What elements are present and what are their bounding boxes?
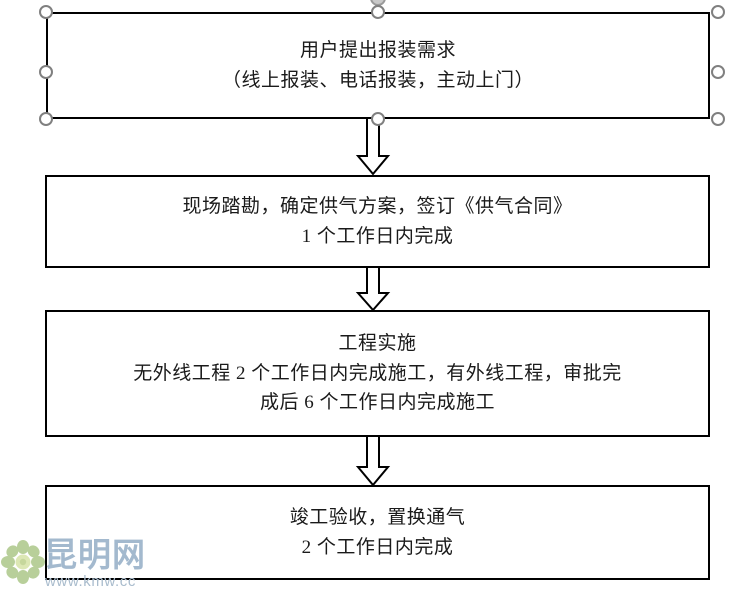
connector-arrow-3 <box>355 436 390 486</box>
connector-arrow-1 <box>355 118 390 176</box>
handle-top-center[interactable] <box>371 5 385 19</box>
connector-arrow-2 <box>355 267 390 311</box>
flow-node-3[interactable]: 工程实施 无外线工程 2 个工作日内完成施工，有外线工程，审批完 成后 6 个工… <box>45 310 710 437</box>
handle-bottom-left[interactable] <box>39 112 53 126</box>
flow-node-1[interactable]: 用户提出报装需求 （线上报装、电话报装，主动上门） <box>46 12 710 119</box>
handle-bottom-center[interactable] <box>371 112 385 126</box>
flow-node-2-line-1: 现场踏勘，确定供气方案，签订《供气合同》 <box>182 196 573 218</box>
flow-node-4-line-2: 2 个工作日内完成 <box>301 536 454 558</box>
flow-node-2-line-2: 1 个工作日内完成 <box>301 225 454 247</box>
handle-middle-left[interactable] <box>39 65 53 79</box>
handle-bottom-right[interactable] <box>711 112 725 126</box>
flow-node-4-line-1: 竣工验收，置换通气 <box>289 507 466 529</box>
flow-node-2[interactable]: 现场踏勘，确定供气方案，签订《供气合同》 1 个工作日内完成 <box>45 175 710 268</box>
flow-node-1-line-1: 用户提出报装需求 <box>299 40 456 62</box>
handle-top-left[interactable] <box>39 5 53 19</box>
flower-logo-icon <box>1 540 45 584</box>
flow-node-1-line-2: （线上报装、电话报装，主动上门） <box>221 69 534 91</box>
handle-middle-right[interactable] <box>711 65 725 79</box>
handle-top-right[interactable] <box>711 5 725 19</box>
flow-node-3-line-2: 无外线工程 2 个工作日内完成施工，有外线工程，审批完 <box>133 362 622 384</box>
flow-node-4[interactable]: 竣工验收，置换通气 2 个工作日内完成 <box>45 485 710 580</box>
flow-node-3-line-3: 成后 6 个工作日内完成施工 <box>259 392 495 414</box>
flow-node-3-line-1: 工程实施 <box>338 333 417 355</box>
